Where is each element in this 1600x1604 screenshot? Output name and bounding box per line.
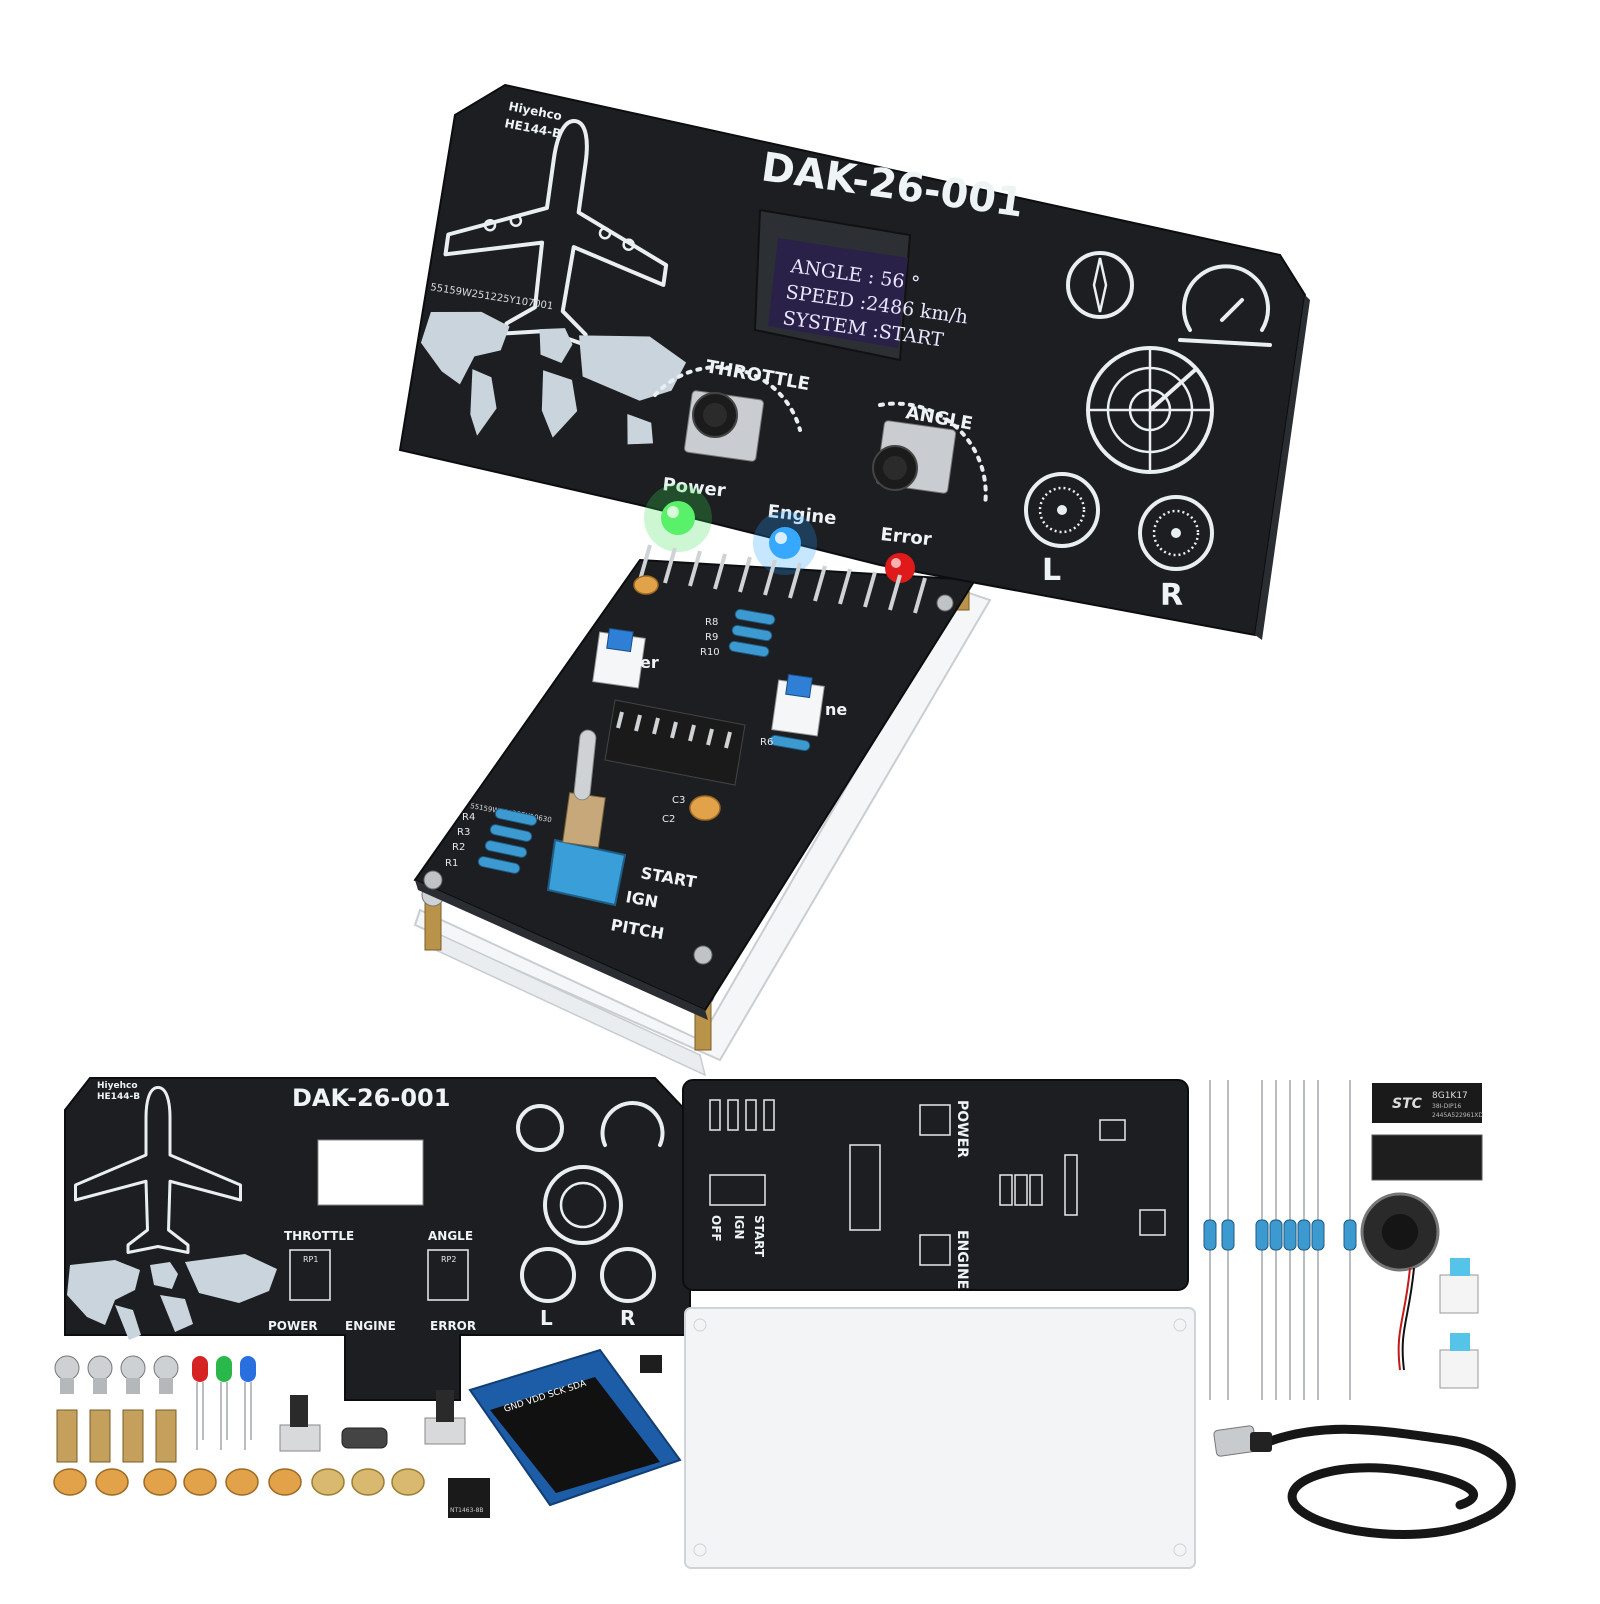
error-led — [885, 553, 915, 583]
kit-world-map — [67, 1254, 277, 1340]
kit-regulator — [640, 1355, 662, 1373]
kit-radar-icon — [543, 1165, 623, 1245]
kit-power-label: POWER — [268, 1319, 318, 1333]
engine-button-partial-label: ne — [825, 700, 847, 719]
kit-usb-cable — [1213, 1424, 1516, 1539]
kit-capacitors — [53, 1468, 425, 1496]
kit-pcb2-power-label: POWER — [954, 1100, 970, 1158]
kit-leds — [192, 1356, 256, 1450]
power-led — [644, 484, 712, 552]
r1-label: R1 — [445, 858, 458, 869]
assembled-kit: Hiyehco HE144-B DAK-26-001 55159W251225Y… — [398, 83, 1310, 1077]
kit-left-engine-icon — [520, 1247, 576, 1303]
kit-push-button — [1439, 1258, 1479, 1314]
kit-rp1-label: RP1 — [303, 1255, 318, 1264]
right-engine-icon: R — [1138, 495, 1214, 613]
capacitor — [633, 575, 659, 595]
left-engine-icon: L — [1024, 472, 1100, 588]
c3-label: C3 — [672, 795, 685, 806]
speedometer-icon — [1178, 264, 1272, 347]
main-pcb — [413, 558, 977, 1012]
kit-screws — [54, 1355, 179, 1394]
plate-hole — [1173, 1318, 1187, 1332]
header-pins — [638, 544, 927, 614]
screw — [423, 870, 443, 890]
kit-resistors — [1203, 1080, 1357, 1400]
kit-left-label: L — [540, 1306, 553, 1330]
kit-ic-socket — [1371, 1134, 1483, 1181]
kit-small-ic — [448, 1478, 490, 1518]
kit-title: DAK-26-001 — [292, 1084, 450, 1112]
kit-brand-label: Hiyehco — [97, 1081, 138, 1091]
plate-hole — [693, 1318, 707, 1332]
capacitor-c3 — [689, 795, 721, 821]
kit-oled-module: GND VDD SCK SDA — [468, 1348, 682, 1507]
kit-contents: Hiyehco HE144-B DAK-26-001 THROTTLE ANGL… — [53, 1077, 1516, 1569]
kit-compass-icon — [516, 1104, 564, 1152]
right-engine-label: R — [1160, 578, 1183, 613]
kit-chip-code: 2445A522961XD — [1432, 1112, 1483, 1119]
engine-led — [753, 511, 817, 575]
kit-display-pcb — [64, 1077, 691, 1401]
oled-display: ANGLE : 56 ° SPEED :2486 km/h SYSTEM :ST… — [753, 208, 969, 362]
compass-icon — [1066, 251, 1134, 319]
kit-stc-chip: STC 8G1K17 38I-DIP16 2445A522961XD — [1372, 1083, 1483, 1123]
kit-pcb2-engine-label: ENGINE — [954, 1230, 970, 1289]
kit-oled-window — [317, 1139, 424, 1206]
radar-icon — [1086, 346, 1214, 474]
kit-angle-label: ANGLE — [428, 1229, 473, 1243]
kit-throttle-label: THROTTLE — [284, 1229, 354, 1243]
screw — [693, 945, 713, 965]
kit-right-engine-icon — [600, 1247, 656, 1303]
power-button-partial-label: er — [640, 653, 659, 672]
kit-airplane-icon — [74, 1086, 242, 1254]
stc-chip — [604, 699, 746, 786]
kit-main-pcb — [682, 1079, 1189, 1291]
kit-error-label: ERROR — [430, 1319, 476, 1333]
plate-hole — [693, 1543, 707, 1557]
r10-label: R10 — [700, 647, 720, 658]
plate-hole — [1173, 1543, 1187, 1557]
r4-label: R4 — [462, 812, 475, 823]
r9-label: R9 — [705, 632, 718, 643]
kit-acrylic-plate — [684, 1307, 1196, 1569]
kit-right-label: R — [620, 1306, 635, 1330]
kit-small-ic-label: NT1463-8B — [450, 1507, 484, 1514]
kit-main-pcb-footprints — [709, 1099, 1166, 1266]
kit-speaker — [1360, 1192, 1440, 1371]
kit-chip-model: 8G1K17 — [1432, 1091, 1468, 1101]
kit-rp2-label: RP2 — [441, 1255, 456, 1264]
kit-model-label: HE144-B — [97, 1092, 140, 1102]
kit-pcb2-off-label: OFF — [709, 1215, 723, 1242]
kit-potentiometer — [424, 1390, 466, 1445]
display-pcb — [398, 83, 1307, 637]
kit-speedometer-icon — [600, 1101, 665, 1147]
resistor-r6 — [769, 734, 811, 752]
engine-push-button[interactable]: ne — [771, 673, 848, 737]
r8-label: R8 — [705, 617, 718, 628]
kit-potentiometer — [279, 1395, 321, 1452]
toggle-switch[interactable] — [546, 729, 627, 907]
world-map-graphic — [420, 311, 687, 445]
kit-pcb2-ign-label: IGN — [732, 1215, 746, 1239]
power-push-button[interactable]: er — [592, 627, 659, 689]
kit-usb-connector — [341, 1427, 388, 1449]
kit-chip-brand: STC — [1392, 1096, 1423, 1112]
r6-label: R6 — [760, 737, 773, 748]
r3-label: R3 — [457, 827, 470, 838]
resistor-group-top: R8 R9 R10 — [700, 608, 776, 658]
kit-standoffs — [56, 1409, 177, 1463]
angle-knob[interactable]: ANGLE — [872, 401, 988, 507]
kit-engine-label: ENGINE — [345, 1319, 396, 1333]
r2-label: R2 — [452, 842, 465, 853]
kit-push-button — [1439, 1333, 1479, 1389]
kit-pcb2-start-label: START — [752, 1215, 766, 1258]
kit-rp1-footprint — [289, 1249, 331, 1301]
c2-label: C2 — [662, 814, 675, 825]
kit-rp2-footprint — [427, 1249, 469, 1301]
screw — [936, 594, 954, 612]
kit-chip-sub: 38I-DIP16 — [1432, 1103, 1461, 1110]
left-engine-label: L — [1042, 553, 1061, 588]
